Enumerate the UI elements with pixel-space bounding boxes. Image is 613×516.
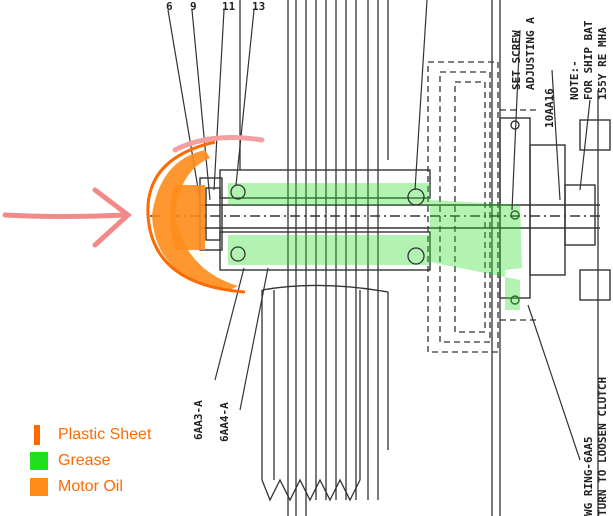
label-note-2: FOR SHIP BAT: [582, 20, 595, 100]
legend-swatch-plastic-sheet: [34, 425, 40, 445]
legend-item-plastic-sheet: Plastic Sheet: [30, 422, 151, 448]
legend-item-motor-oil: Motor Oil: [30, 474, 151, 500]
grease-fill: [228, 183, 522, 310]
label-adjusting: ADJUSTING A: [524, 17, 537, 90]
label-6aa4a: 6AA4-A: [218, 402, 231, 442]
label-note-3: 155Y RE MHA: [596, 27, 609, 100]
pulley-grooves: [261, 284, 389, 502]
plastic-sheet-highlight: [172, 135, 265, 153]
label-turn-to-loosen: TURN TO LOOSEN CLUTCH: [596, 377, 609, 516]
label-6: 6: [166, 0, 173, 13]
label-ring: WG RING-6AA5: [582, 437, 595, 516]
label-9: 9: [190, 0, 197, 13]
bearings: [230, 184, 425, 265]
label-set-screw: SET SCREW: [510, 30, 523, 90]
drawing-text: 6 9 11 13 6AA3-A 6AA4-A 10AA16 NOTE:- FO…: [166, 0, 609, 516]
motor-oil-fill: [152, 150, 238, 290]
label-13: 13: [252, 0, 265, 13]
legend-swatch-grease: [30, 452, 48, 470]
label-11: 11: [222, 0, 236, 13]
plastic-sheet: [146, 140, 246, 294]
legend: Plastic Sheet Grease Motor Oil: [30, 422, 151, 500]
legend-item-grease: Grease: [30, 448, 151, 474]
arrow-icon: [2, 187, 132, 248]
shaft-housing: [150, 169, 600, 271]
legend-label: Grease: [58, 452, 111, 469]
motor-oil-fill-inner: [170, 185, 205, 250]
legend-label: Motor Oil: [58, 478, 123, 495]
legend-label: Plastic Sheet: [58, 426, 152, 443]
leader-lines: [167, 0, 591, 461]
label-10aa16: 10AA16: [543, 88, 556, 128]
label-6aa3a: 6AA3-A: [192, 400, 205, 440]
label-note: NOTE:-: [568, 60, 581, 100]
legend-swatch-motor-oil: [30, 478, 48, 496]
